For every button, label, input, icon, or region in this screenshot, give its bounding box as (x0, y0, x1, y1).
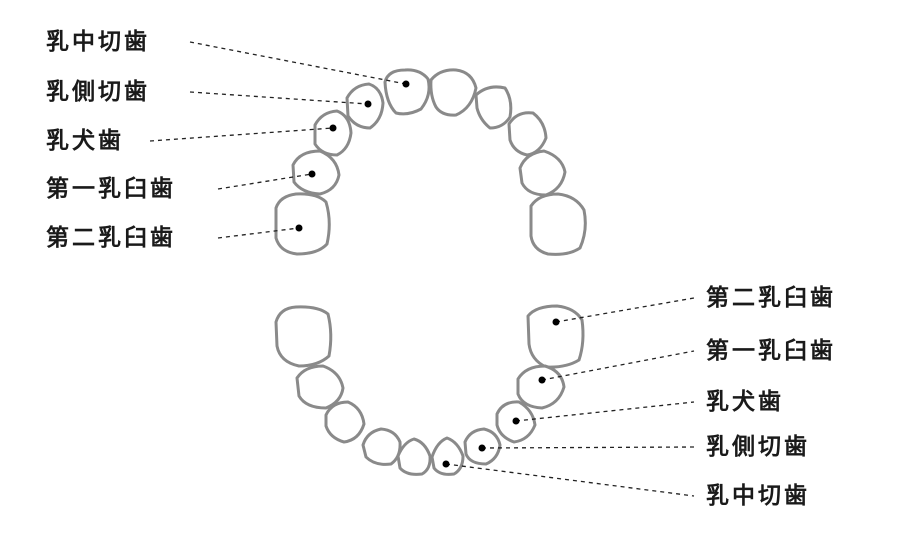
dot-lower-lateral-incisor (478, 444, 486, 452)
label-upper-first-molar: 第一乳臼歯 (46, 176, 176, 202)
lower-left-first-molar (516, 364, 566, 410)
upper-right-second-molar (274, 192, 331, 256)
label-lower-first-molar: 第一乳臼歯 (706, 338, 836, 364)
marker-dots (295, 80, 560, 468)
dot-upper-canine (329, 124, 337, 132)
label-lower-central-incisor: 乳中切歯 (706, 483, 810, 509)
upper-right-central-incisor (383, 68, 431, 116)
dot-upper-first-molar (308, 170, 316, 178)
lower-right-first-molar (295, 364, 345, 410)
label-upper-canine: 乳犬歯 (46, 128, 124, 154)
label-upper-central-incisor: 乳中切歯 (46, 29, 150, 55)
lower-left-central-incisor (430, 436, 465, 476)
dot-upper-lateral-incisor (364, 100, 372, 108)
lower-arch (274, 304, 585, 476)
upper-right-first-molar (291, 149, 341, 196)
lower-right-canine (324, 400, 366, 444)
lower-right-lateral-incisor (361, 427, 402, 466)
lower-right-second-molar (274, 305, 333, 368)
dot-lower-first-molar (538, 376, 546, 384)
upper-left-first-molar (518, 149, 567, 197)
label-upper-second-molar: 第二乳臼歯 (46, 225, 176, 251)
upper-left-canine (507, 111, 548, 157)
upper-left-central-incisor (429, 68, 478, 117)
upper-right-lateral-incisor (345, 82, 385, 130)
label-upper-lateral-incisor: 乳側切歯 (46, 79, 150, 105)
label-lower-second-molar: 第二乳臼歯 (706, 285, 836, 311)
upper-left-lateral-incisor (474, 85, 513, 130)
leader-lines (149, 41, 695, 497)
dot-lower-canine (512, 417, 520, 425)
lower-left-second-molar (526, 304, 585, 369)
upper-left-second-molar (529, 192, 587, 256)
label-lower-lateral-incisor: 乳側切歯 (706, 434, 810, 460)
dot-upper-central-incisor (402, 80, 410, 88)
upper-right-canine (313, 109, 353, 157)
lower-right-central-incisor (396, 437, 432, 476)
dot-upper-second-molar (295, 224, 303, 232)
dot-lower-second-molar (552, 318, 560, 326)
label-lower-canine: 乳犬歯 (706, 389, 784, 415)
dot-lower-central-incisor (442, 460, 450, 468)
upper-arch (274, 68, 587, 256)
